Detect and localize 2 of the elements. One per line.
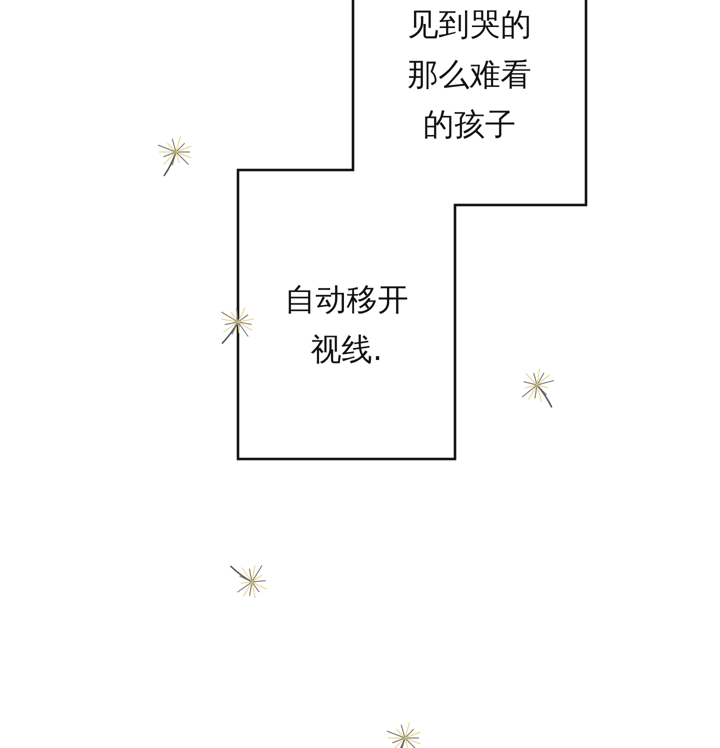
- caption-text: 自动移开视线.: [284, 281, 410, 370]
- caption-text: 见到哭的那么难看的孩子: [406, 6, 532, 145]
